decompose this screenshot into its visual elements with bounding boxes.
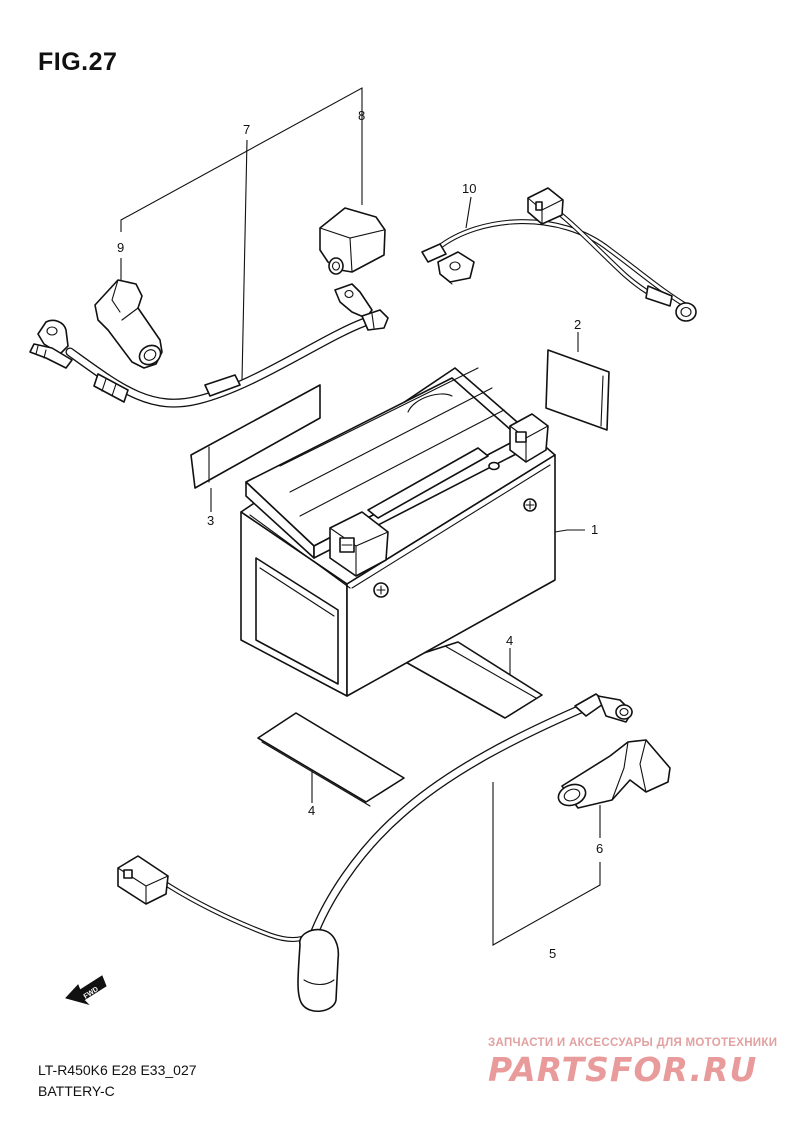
battery-1[interactable]	[241, 368, 555, 696]
callout-4-lower: 4	[308, 803, 315, 818]
watermark-tagline: ЗАПЧАСТИ И АКСЕССУАРЫ ДЛЯ МОТОТЕХНИКИ	[488, 1037, 778, 1049]
model-code: LT-R450K6 E28 E33_027	[38, 1062, 197, 1078]
callout-numbers: 1 2 3 4 4 5 6 7 8 9 10	[117, 108, 603, 961]
wiring-harness-10[interactable]	[422, 188, 696, 321]
forward-direction-arrow-icon: FWD	[66, 976, 106, 1004]
terminal-cover-9[interactable]	[95, 280, 164, 368]
callout-3: 3	[207, 513, 214, 528]
battery-cable-7[interactable]	[30, 284, 388, 403]
callout-1: 1	[591, 522, 598, 537]
battery-sheet-4-lower[interactable]	[258, 713, 404, 806]
callout-9: 9	[117, 240, 124, 255]
battery-sheet-4-upper[interactable]	[402, 642, 542, 718]
terminal-cover-8[interactable]	[320, 208, 385, 274]
callout-4-upper: 4	[506, 633, 513, 648]
callout-10: 10	[462, 181, 476, 196]
callout-7: 7	[243, 122, 250, 137]
section-name: BATTERY-C	[38, 1083, 115, 1099]
leader-lines	[121, 88, 600, 945]
terminal-cover-6[interactable]	[555, 740, 670, 809]
battery-pad-2[interactable]	[546, 350, 609, 430]
callout-5: 5	[549, 946, 556, 961]
callout-6: 6	[596, 841, 603, 856]
callout-8: 8	[358, 108, 365, 123]
watermark-logo: PARTSFOR.RU	[488, 1050, 758, 1089]
callout-2: 2	[574, 317, 581, 332]
battery-spacer-3[interactable]	[191, 385, 320, 488]
figure-title: FIG.27	[38, 48, 118, 76]
battery-cable-5[interactable]	[118, 694, 632, 1011]
